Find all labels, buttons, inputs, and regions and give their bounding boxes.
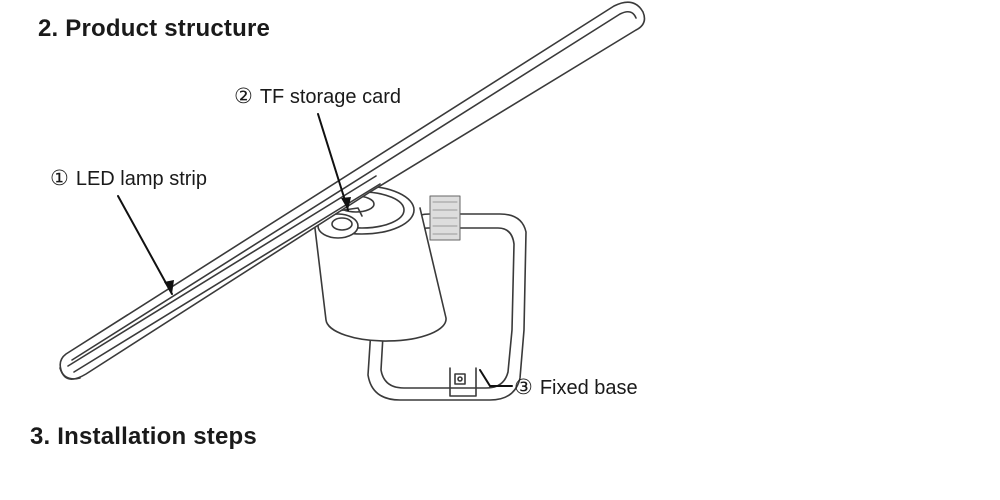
section-heading-installation-steps: 3. Installation steps bbox=[30, 423, 257, 450]
fixed-base-leader-line bbox=[479, 369, 513, 387]
callout-label-led-lamp-strip: LED lamp strip bbox=[75, 168, 207, 190]
led-lamp-strip-drawing bbox=[59, 1, 646, 380]
callout-fixed-base: ③ Fixed base bbox=[514, 375, 638, 400]
tf-storage-card-leader-line bbox=[317, 113, 349, 211]
callout-number-2: ② bbox=[234, 84, 253, 108]
callout-label-fixed-base: Fixed base bbox=[539, 377, 638, 399]
callout-label-tf-storage-card: TF storage card bbox=[259, 86, 401, 108]
callout-tf-storage-card: ② TF storage card bbox=[234, 84, 401, 109]
callout-number-1: ① bbox=[50, 166, 69, 190]
section-heading-product-structure: 2. Product structure bbox=[38, 15, 271, 42]
callout-number-3: ③ bbox=[514, 375, 533, 399]
led-lamp-strip-leader-line bbox=[117, 195, 173, 295]
callout-led-lamp-strip: ① LED lamp strip bbox=[50, 166, 207, 191]
